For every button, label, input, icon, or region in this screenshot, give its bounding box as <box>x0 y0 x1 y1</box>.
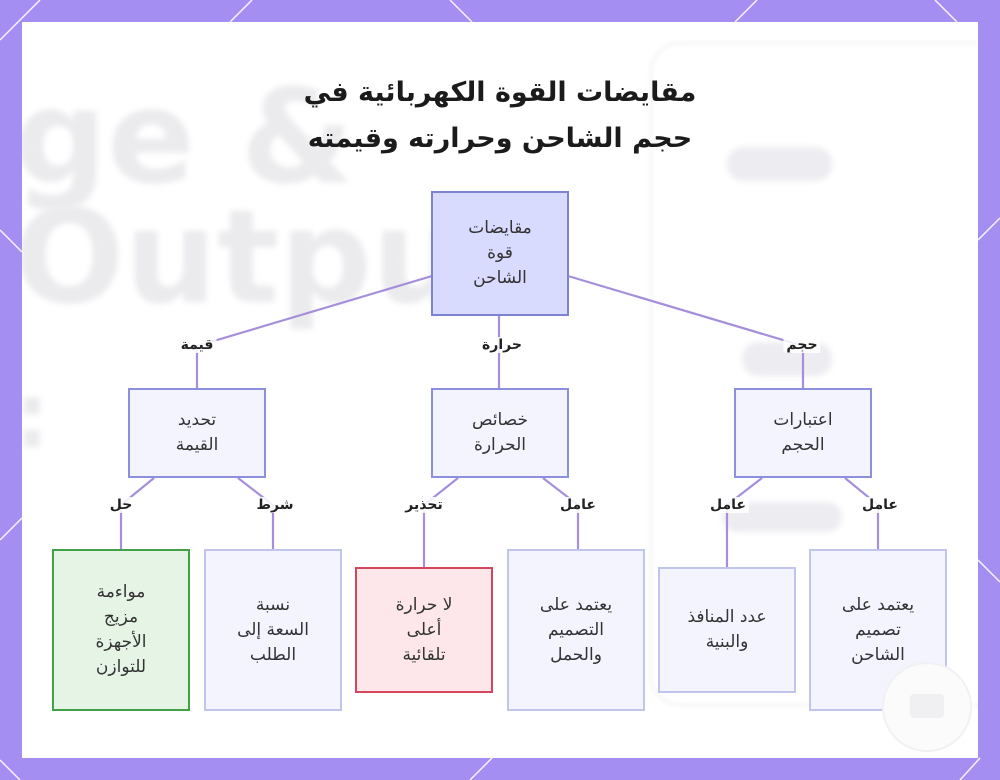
edge-label-size: حجم <box>783 337 821 353</box>
edge-value-b <box>119 477 155 549</box>
edge-heat-b <box>422 477 459 567</box>
diagram-title: مقايضات القوة الكهربائية في حجم الشاحن و… <box>150 70 850 162</box>
edge-label-heat: حرارة <box>479 337 525 353</box>
node-heat-design-load: يعتمد على التصميم والحمل <box>507 549 645 711</box>
edge-label-value: قيمة <box>177 337 217 353</box>
background-decoration: ge & <box>22 61 354 213</box>
edge-size-b <box>725 477 763 567</box>
background-decoration <box>727 147 832 181</box>
edge-size-a <box>844 477 880 549</box>
edge-label-condition: شرط <box>253 497 297 513</box>
edge-label-solution: حل <box>106 497 136 513</box>
edge-root-size <box>567 274 805 388</box>
node-value-determination: تحديد القيمة <box>128 388 266 478</box>
edge-heat-a <box>542 477 580 549</box>
title-line-1: مقايضات القوة الكهربائية في <box>303 77 697 108</box>
node-device-mix: مواءمة مزيج الأجهزة للتوازن <box>52 549 190 711</box>
edge-label-factor: عامل <box>557 497 599 513</box>
title-line-2: حجم الشاحن وحرارته وقيمته <box>307 123 693 154</box>
background-decoration: : <box>22 372 50 462</box>
node-charger-tradeoffs: مقايضات قوة الشاحن <box>431 191 569 316</box>
edge-label-factor: عامل <box>707 497 749 513</box>
node-ports-structure: عدد المنافذ والبنية <box>658 567 796 693</box>
watermark-badge <box>882 662 972 752</box>
node-capacity-demand: نسبة السعة إلى الطلب <box>204 549 342 711</box>
node-size-considerations: اعتبارات الحجم <box>734 388 872 478</box>
edge-value-a <box>237 477 275 549</box>
edge-label-warning: تحذير <box>402 497 446 513</box>
node-heat-characteristics: خصائص الحرارة <box>431 388 569 478</box>
edge-root-value <box>195 274 433 388</box>
edge-label-factor: عامل <box>859 497 901 513</box>
node-heat-warning: لا حرارة أعلى تلقائية <box>355 567 493 693</box>
